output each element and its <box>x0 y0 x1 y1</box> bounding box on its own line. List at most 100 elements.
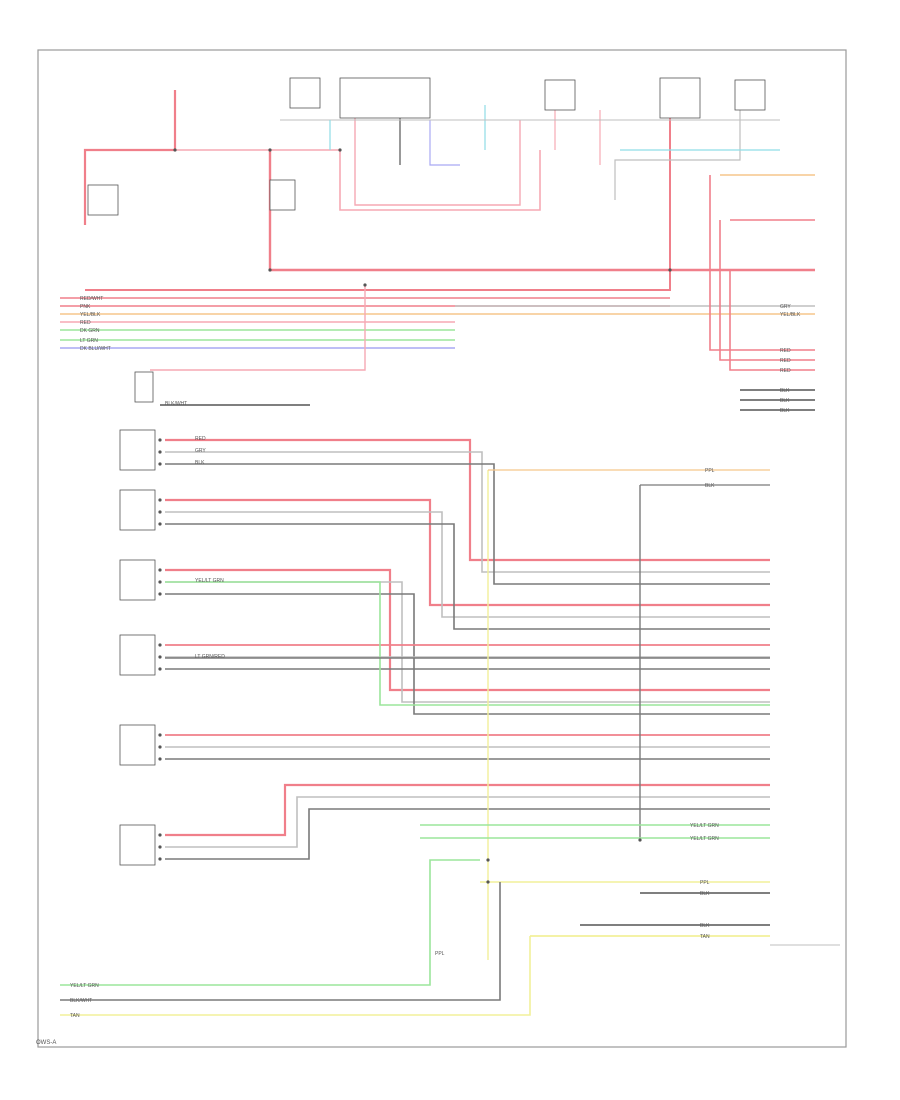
wire-labels: RED/WHT PNK YEL/BLK RED DK GRN LT GRN DK BLU/W… <box>70 296 801 1019</box>
wire-sw-a <box>429 120 460 166</box>
module-pin <box>158 733 162 737</box>
wire-label: BLK/WHT <box>70 998 92 1004</box>
wire-module-0-0 <box>165 438 770 562</box>
wire-label: GRY <box>195 448 206 454</box>
wire-label: RED <box>80 320 91 326</box>
module-pin <box>158 833 162 837</box>
wire-label: YEL/BLK <box>80 312 101 318</box>
sensor-module-3 <box>119 634 156 676</box>
module-pin <box>158 857 162 861</box>
fuse-block-a <box>289 77 321 109</box>
splice-dot <box>173 148 177 152</box>
wire-label: YEL/LT GRN <box>690 836 719 842</box>
wire-label: RED <box>780 348 791 354</box>
wire-label: BLK <box>780 388 790 394</box>
wire-label: TAN <box>70 1013 80 1019</box>
wire-right-drop-2 <box>719 220 815 361</box>
wire-label: YEL/LT GRN <box>195 578 224 584</box>
wire-top-loop <box>175 149 541 211</box>
fuse-block-c <box>659 77 701 119</box>
wire-right-drop-1 <box>709 175 815 351</box>
module-pin <box>158 462 162 466</box>
sensor-module-2 <box>119 559 156 601</box>
module-pin <box>158 643 162 647</box>
sensor-module-4 <box>119 724 156 766</box>
sensor-module-5 <box>119 824 156 866</box>
module-pin <box>158 757 162 761</box>
wire-bottom-green <box>60 859 480 986</box>
splice-dot <box>638 838 642 842</box>
wire-module-5-2 <box>165 808 770 860</box>
sensor-module-1 <box>119 489 156 531</box>
wire-label: YEL/LT GRN <box>70 983 99 989</box>
diagram-footer: OWS-A <box>36 1040 57 1046</box>
wire-label: BLK <box>780 408 790 414</box>
wire-sw-e <box>614 100 741 200</box>
wire-label: BLK/WHT <box>165 401 187 407</box>
sensor-module-0 <box>119 429 156 471</box>
components <box>87 77 766 884</box>
splice-dot <box>268 268 272 272</box>
wire-label: LT GRN/RED <box>195 654 225 660</box>
wire-label: PPL <box>435 951 445 957</box>
wire-main-feed <box>83 90 177 225</box>
splice-dot <box>486 880 490 884</box>
module-pin <box>158 450 162 454</box>
wire-label: DK GRN <box>80 328 100 334</box>
wire-label: PPL <box>700 880 710 886</box>
relay-small <box>269 179 296 211</box>
module-pin <box>158 580 162 584</box>
fuse-small <box>87 184 119 216</box>
splice-dot <box>486 858 490 862</box>
wire-module-2-2 <box>165 593 770 715</box>
wires <box>60 90 840 1016</box>
wire-label: BLK <box>195 460 205 466</box>
fuse-block-d <box>734 79 766 111</box>
wire-green-crossover <box>165 581 770 706</box>
wire-label: YEL/BLK <box>780 312 801 318</box>
wire-label: BLK <box>700 923 710 929</box>
module-pin <box>158 498 162 502</box>
splice-dot <box>338 148 342 152</box>
wire-label: PNK <box>80 304 91 310</box>
module-pin <box>158 438 162 442</box>
module-pin <box>158 522 162 526</box>
wire-label: RED <box>780 358 791 364</box>
wire-sw-bus <box>150 285 366 371</box>
wire-module-1-2 <box>165 523 770 630</box>
wire-module-1-1 <box>165 511 770 618</box>
wire-label: RED <box>195 436 206 442</box>
module-pin <box>158 845 162 849</box>
wire-module-2-1 <box>165 581 770 703</box>
wire-label: BLK <box>700 891 710 897</box>
wire-module-0-1 <box>165 451 770 573</box>
wire-right-drop-3 <box>729 270 815 371</box>
wire-main-2 <box>85 95 671 291</box>
wire-label: TAN <box>700 934 710 940</box>
wire-label: DK BLU/WHT <box>80 346 111 352</box>
fuse-block-b <box>544 79 576 111</box>
wire-module-5-0 <box>165 783 770 837</box>
wire-module-1-0 <box>165 498 770 607</box>
wire-label: LT GRN <box>80 338 98 344</box>
splice-dot <box>268 148 272 152</box>
wire-label: BLK <box>705 483 715 489</box>
wire-module-0-2 <box>165 463 770 585</box>
wire-bottom-yellow <box>60 936 531 1016</box>
wire-label: GRY <box>780 304 791 310</box>
wire-label: YEL/LT GRN <box>690 823 719 829</box>
switch-box <box>134 371 154 403</box>
relay-block <box>339 77 431 119</box>
wire-bottom-gray <box>60 882 501 1001</box>
wire-label: RED/WHT <box>80 296 103 302</box>
wire-module-2-0 <box>165 568 770 692</box>
wire-label: BLK <box>780 398 790 404</box>
module-pin <box>158 655 162 659</box>
diagram-frame <box>37 49 847 1048</box>
module-pin <box>158 510 162 514</box>
module-pin <box>158 745 162 749</box>
module-pin <box>158 667 162 671</box>
splice-dot <box>668 268 672 272</box>
splice-dot <box>363 283 367 287</box>
